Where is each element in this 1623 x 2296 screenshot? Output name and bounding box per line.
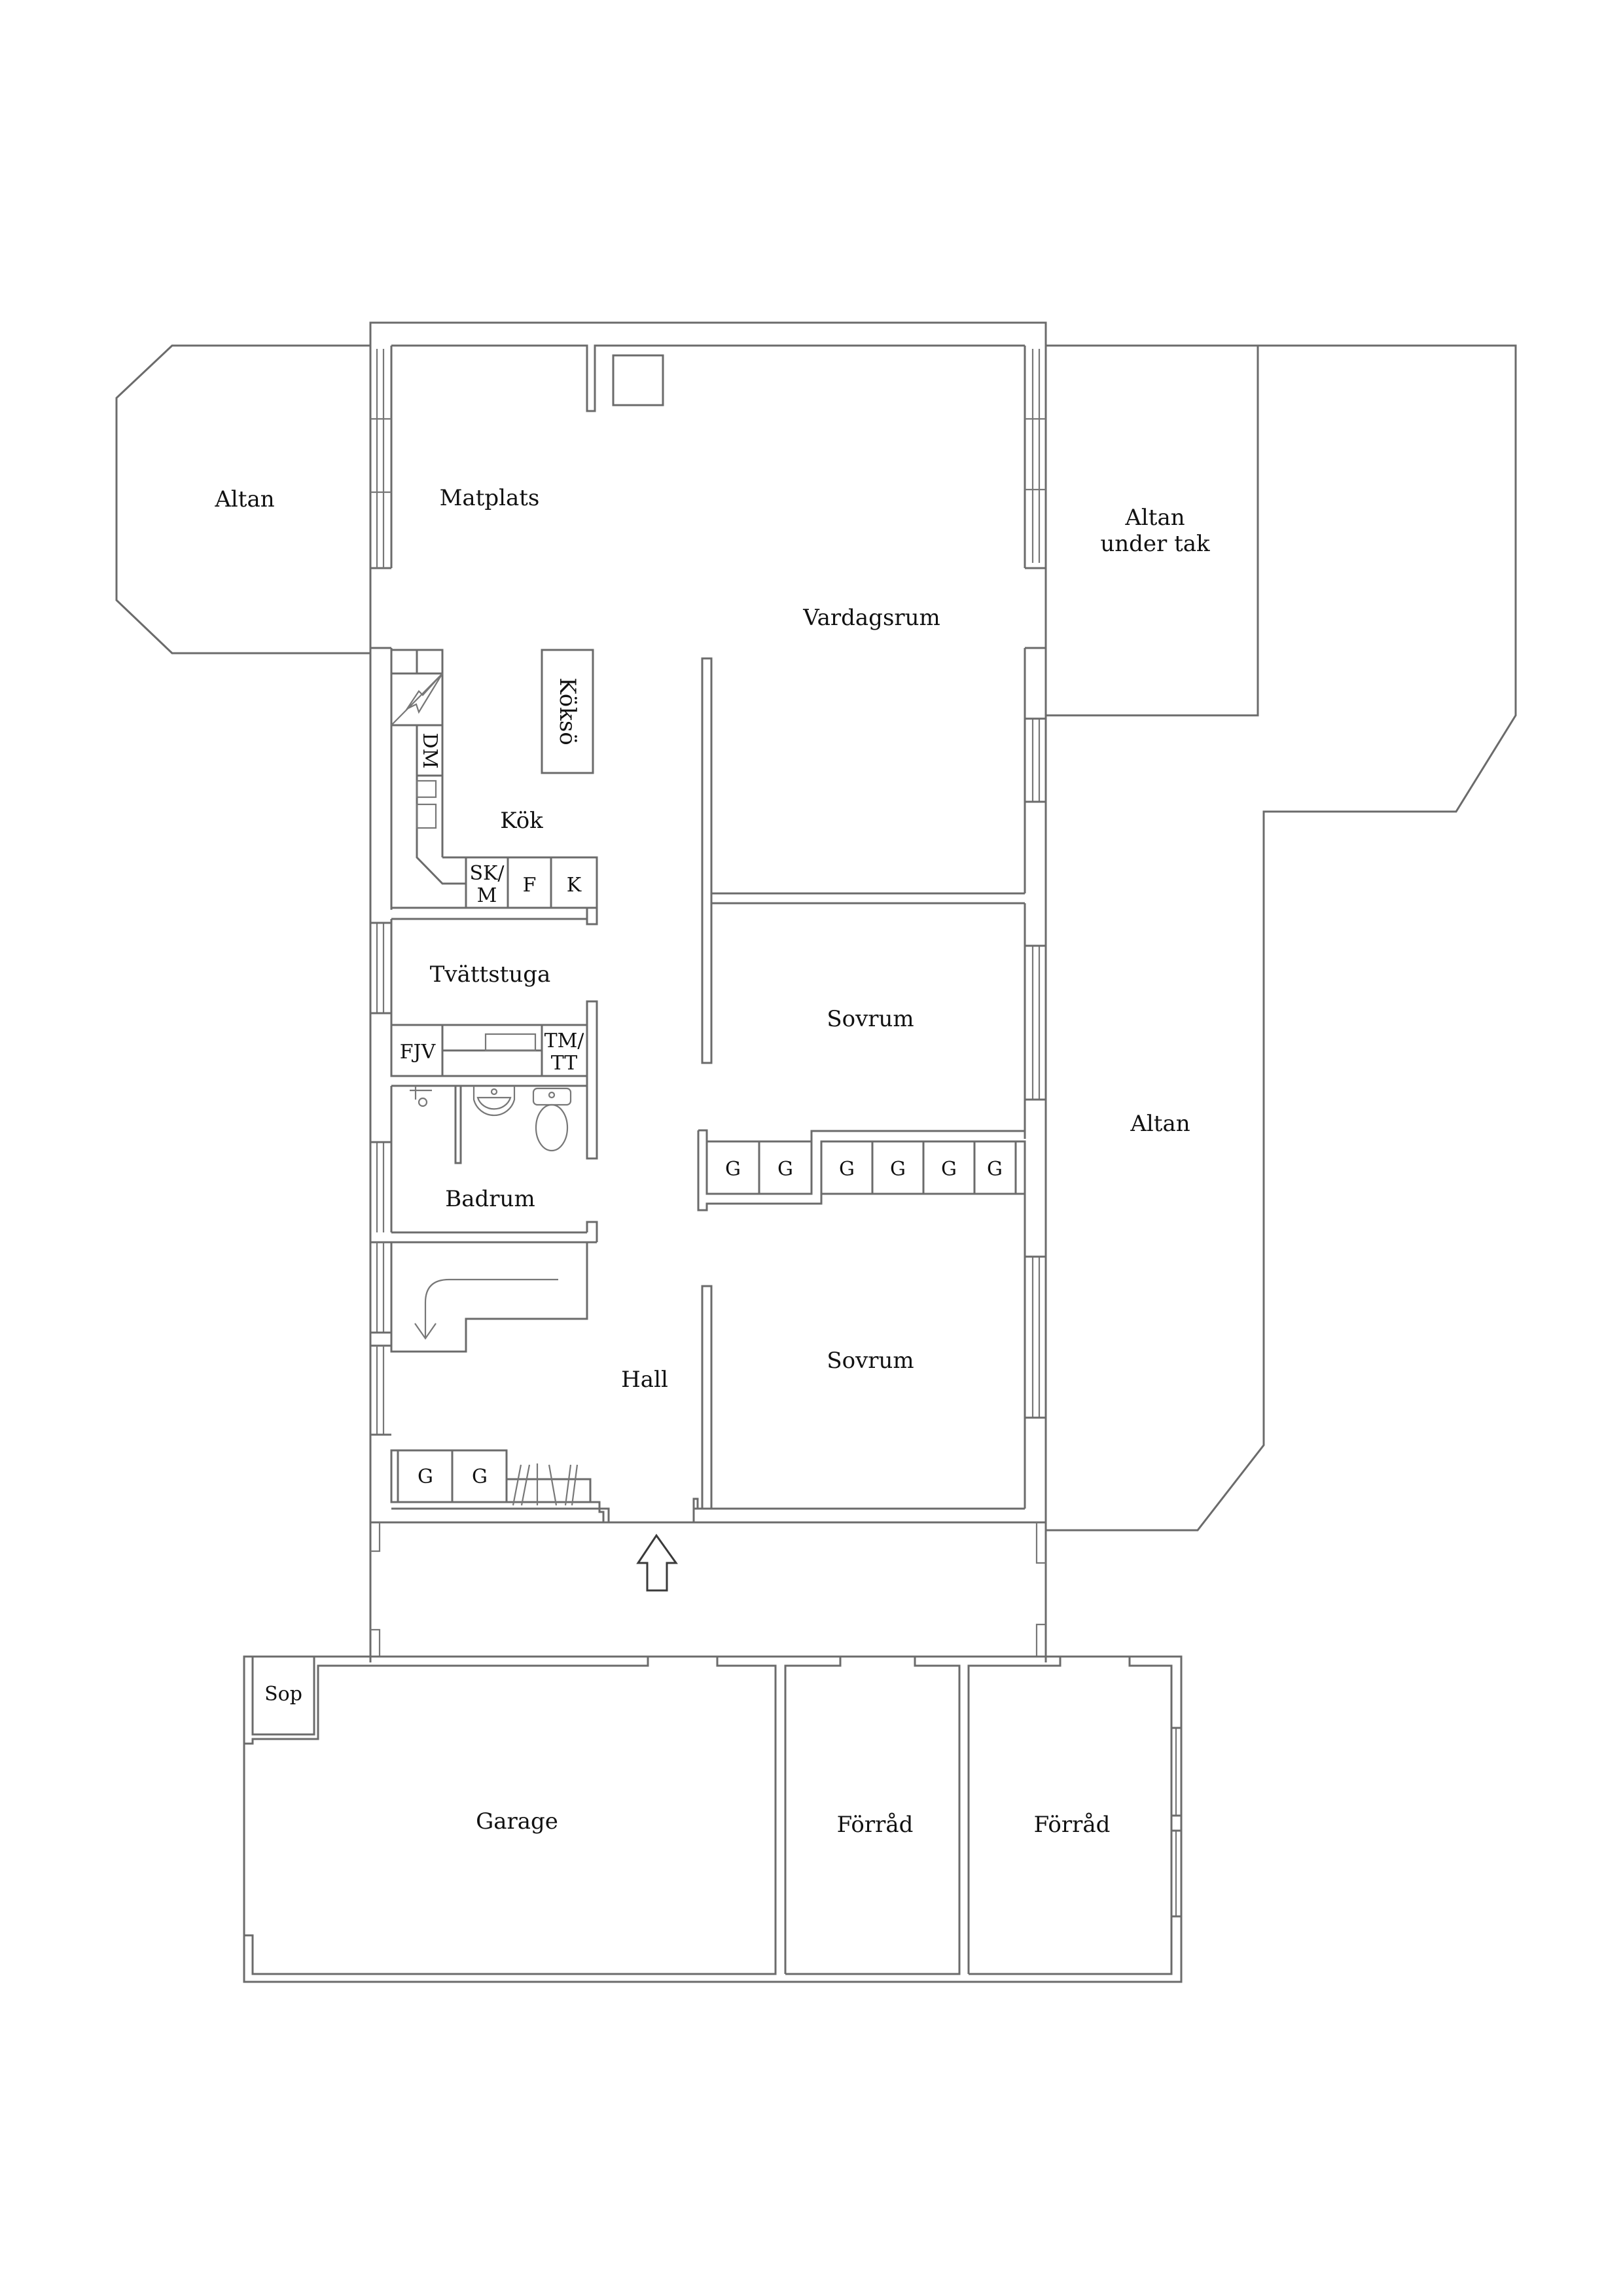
label-f: F bbox=[523, 874, 537, 897]
label-hall: Hall bbox=[621, 1367, 668, 1393]
label-m: M bbox=[477, 884, 497, 907]
label-tvattstuga: Tvättstuga bbox=[430, 961, 551, 988]
porch bbox=[369, 1522, 1047, 1662]
bathroom-walls bbox=[370, 1085, 598, 1244]
label-garage: Garage bbox=[476, 1808, 558, 1835]
laundry-walls bbox=[370, 918, 598, 1160]
label-sovrum-1: Sovrum bbox=[827, 1006, 914, 1032]
entrance-arrow-up-icon bbox=[636, 1534, 678, 1592]
chimney bbox=[612, 354, 664, 406]
label-altan-under-tak-1: Altan bbox=[1124, 505, 1185, 531]
altan-right-outline bbox=[1046, 344, 1517, 1532]
label-forrad-1: Förråd bbox=[837, 1812, 914, 1838]
label-dm: DM bbox=[418, 733, 441, 769]
kitchen-counters bbox=[390, 649, 598, 925]
stairs bbox=[369, 1242, 588, 1436]
wardrobe-g-5: G bbox=[941, 1158, 957, 1181]
hall-wardrobes bbox=[390, 1449, 605, 1522]
stove-zigzag-icon bbox=[391, 673, 443, 726]
altan-under-tak-outline bbox=[1046, 344, 1259, 717]
label-k: K bbox=[567, 874, 582, 897]
central-walls bbox=[692, 657, 1046, 1510]
label-kok: Kök bbox=[500, 808, 543, 834]
wardrobe-g-2: G bbox=[777, 1158, 793, 1181]
wardrobe-g-6: G bbox=[987, 1158, 1003, 1181]
label-altan-under-tak-2: under tak bbox=[1100, 531, 1210, 557]
altan-left-outline bbox=[115, 344, 370, 655]
toilet-icon bbox=[532, 1087, 572, 1152]
label-fjv: FJV bbox=[400, 1041, 437, 1064]
label-tt: TT bbox=[551, 1052, 578, 1075]
label-forrad-2: Förråd bbox=[1034, 1812, 1111, 1838]
label-koksö: Köksö bbox=[554, 677, 580, 745]
sink-icon bbox=[473, 1086, 516, 1117]
window-matplats bbox=[370, 349, 391, 568]
label-sk: SK/ bbox=[469, 862, 505, 885]
label-tm: TM/ bbox=[544, 1030, 585, 1052]
window-vardagsrum bbox=[1025, 349, 1046, 563]
label-badrum: Badrum bbox=[445, 1186, 535, 1212]
label-altan-left: Altan bbox=[214, 486, 274, 512]
hall-wardrobe-g-2: G bbox=[472, 1465, 488, 1488]
garage-block bbox=[243, 1655, 1183, 1983]
kitchen-island bbox=[541, 649, 594, 774]
label-sop: Sop bbox=[264, 1683, 302, 1706]
wardrobe-g-1: G bbox=[725, 1158, 741, 1181]
label-matplats: Matplats bbox=[440, 485, 540, 511]
wardrobe-g-3: G bbox=[839, 1158, 855, 1181]
wardrobe-g-4: G bbox=[890, 1158, 906, 1181]
hall-wardrobe-g-1: G bbox=[418, 1465, 433, 1488]
label-vardagsrum: Vardagsrum bbox=[802, 605, 940, 631]
label-sovrum-2: Sovrum bbox=[827, 1348, 914, 1374]
label-altan-right: Altan bbox=[1130, 1111, 1190, 1137]
shower-icon bbox=[410, 1086, 432, 1107]
